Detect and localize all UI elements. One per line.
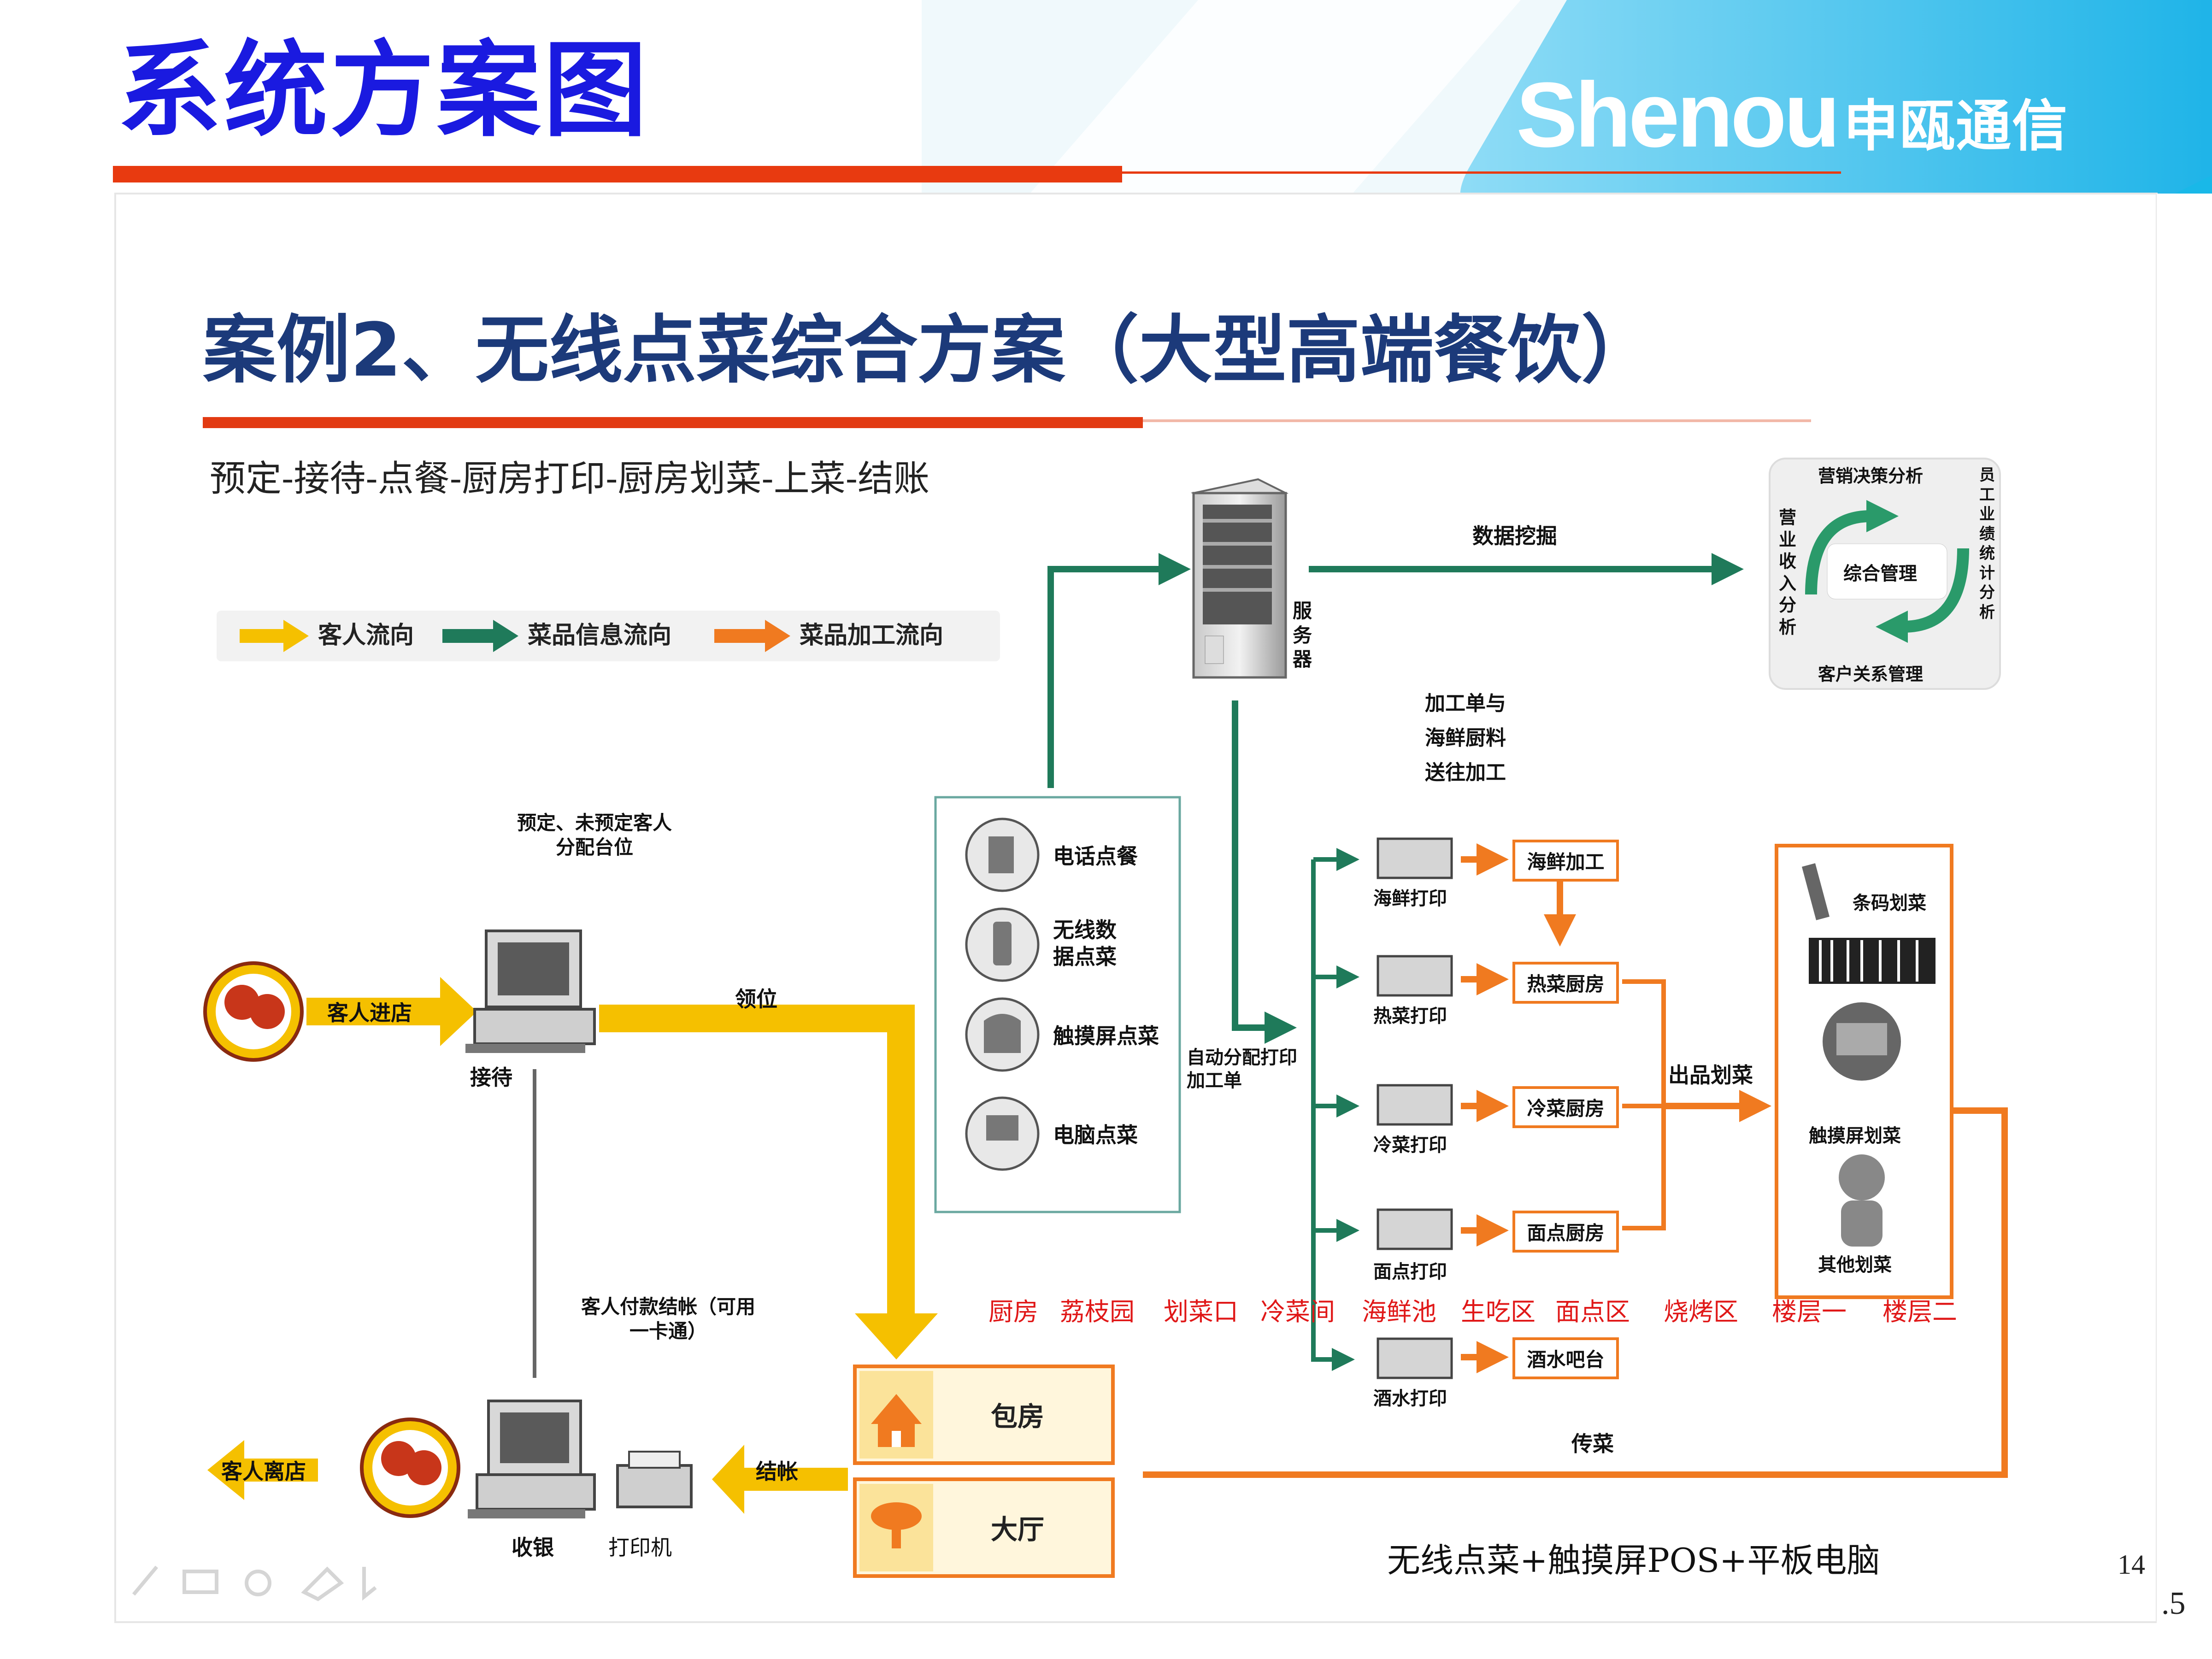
computer-icon — [468, 1400, 596, 1518]
area-label: 冷菜间 — [1260, 1297, 1335, 1326]
computer-icon — [465, 930, 596, 1053]
area-label: 荔枝园 — [1060, 1297, 1135, 1326]
legend-process-flow: 菜品加工流向 — [800, 622, 944, 649]
area-label: 面点区 — [1555, 1297, 1630, 1326]
page-suffix: .5 — [2161, 1586, 2186, 1621]
order-method-phone: 电话点餐 — [1053, 844, 1138, 869]
analysis-bottom: 客户关系管理 — [1818, 664, 1924, 684]
case-title: 案例2、无线点菜综合方案（大型高端餐饮） — [203, 307, 1655, 393]
kitchen-pastry: 面点厨房 — [1527, 1222, 1605, 1244]
kitchen-boxes — [1512, 840, 1619, 1379]
area-label: 烧烤区 — [1664, 1297, 1738, 1326]
room-hall: 大厅 — [991, 1514, 1045, 1545]
bottom-caption: 无线点菜+触摸屏POS+平板电脑 — [1387, 1541, 1880, 1580]
zoom-icon — [245, 1570, 271, 1596]
case-title-underline — [203, 417, 1143, 428]
analysis-center: 综合管理 — [1843, 563, 1917, 584]
kitchen-seafood: 海鲜加工 — [1527, 851, 1605, 873]
area-label: 海鲜池 — [1362, 1297, 1436, 1326]
room-boxes — [853, 1365, 1115, 1578]
area-label: 楼层二 — [1883, 1297, 1957, 1326]
room-private: 包房 — [991, 1401, 1045, 1432]
legend-info-flow: 菜品信息流向 — [528, 622, 672, 649]
brand-logo-text: Shenou — [1516, 64, 1840, 166]
lead-seat-label: 领位 — [735, 987, 777, 1012]
pay-label: 结帐 — [756, 1459, 798, 1484]
printer-cold: 冷菜打印 — [1373, 1135, 1447, 1156]
analysis-right: 员工业绩统计分析 — [1979, 466, 1995, 622]
guest-icon — [360, 1418, 460, 1518]
analysis-panel — [1769, 458, 2001, 690]
legend-yellow-arrow — [240, 620, 309, 652]
flow-steps: 预定-接待-点餐-厨房打印-厨房划菜-上菜-结账 — [210, 458, 930, 500]
auto-dispatch-label: 自动分配打印加工单 — [1187, 1047, 1297, 1091]
area-label: 楼层一 — [1772, 1297, 1847, 1326]
area-label: 生吃区 — [1461, 1297, 1535, 1326]
dish-out-panel — [1775, 844, 1953, 1299]
cashier-label: 收银 — [512, 1535, 554, 1560]
printer-seafood: 海鲜打印 — [1373, 888, 1447, 909]
printer-pastry: 面点打印 — [1373, 1261, 1447, 1282]
info-flow-lines — [1047, 553, 1744, 1371]
eraser-icon — [301, 1566, 344, 1601]
slide-title: 系统方案图 — [118, 30, 650, 151]
printer-hot: 热菜打印 — [1373, 1006, 1447, 1027]
checkout-note: 客人付款结帐（可用一卡通） — [581, 1295, 755, 1342]
legend-green-arrow — [442, 620, 518, 652]
reception-label: 接待 — [470, 1065, 512, 1090]
server-icon — [1191, 478, 1288, 679]
out-dish-label: 出品划菜 — [1668, 1063, 1753, 1088]
dish-method-barcode: 条码划菜 — [1853, 893, 1926, 914]
analysis-left: 营业收入分析 — [1779, 507, 1797, 637]
guest-flow — [207, 977, 938, 1514]
slides-icon — [182, 1570, 218, 1594]
page-number: 14 — [2118, 1549, 2145, 1580]
kitchen-drinks: 酒水吧台 — [1527, 1348, 1605, 1371]
serve-label: 传菜 — [1571, 1431, 1614, 1456]
order-method-touch: 触摸屏点菜 — [1053, 1024, 1159, 1048]
guest-arrive-label: 客人进店 — [327, 1000, 412, 1025]
pointer-icon — [362, 1567, 377, 1601]
guest-leave-label: 客人离店 — [221, 1459, 306, 1484]
legend-orange-arrow — [714, 620, 790, 652]
order-method-pc: 电脑点菜 — [1053, 1123, 1138, 1147]
dish-method-touch: 触摸屏划菜 — [1809, 1125, 1901, 1147]
kitchen-cold: 冷菜厨房 — [1527, 1097, 1605, 1120]
presentation-toolbar[interactable] — [124, 1558, 382, 1604]
printer-label: 打印机 — [608, 1535, 672, 1560]
printer-drinks: 酒水打印 — [1373, 1388, 1447, 1409]
analysis-top: 营销决策分析 — [1818, 466, 1924, 486]
area-label: 划菜口 — [1164, 1297, 1238, 1326]
process-flow — [1143, 843, 2008, 1478]
guest-icon — [203, 961, 304, 1062]
brand-logo-cn: 申瓯通信 — [1843, 94, 2068, 159]
pen-icon — [132, 1565, 159, 1596]
server-label: 服务器 — [1293, 600, 1312, 671]
legend — [217, 611, 1000, 661]
kitchen-printers — [1377, 837, 1453, 1379]
order-method-wireless: 无线数据点菜 — [1053, 918, 1117, 969]
printer-icon — [616, 1451, 693, 1508]
legend-guest-flow: 客人流向 — [318, 622, 414, 649]
area-label: 厨房 — [988, 1297, 1038, 1326]
reception-note: 预定、未预定客人分配台位 — [517, 812, 672, 859]
process-note: 加工单与海鲜厨料送往加工 — [1425, 692, 1506, 784]
dish-method-other: 其他划菜 — [1818, 1254, 1892, 1276]
kitchen-hot: 热菜厨房 — [1527, 973, 1605, 995]
order-method-panel — [934, 796, 1181, 1213]
data-mining-label: 数据挖掘 — [1472, 524, 1557, 548]
